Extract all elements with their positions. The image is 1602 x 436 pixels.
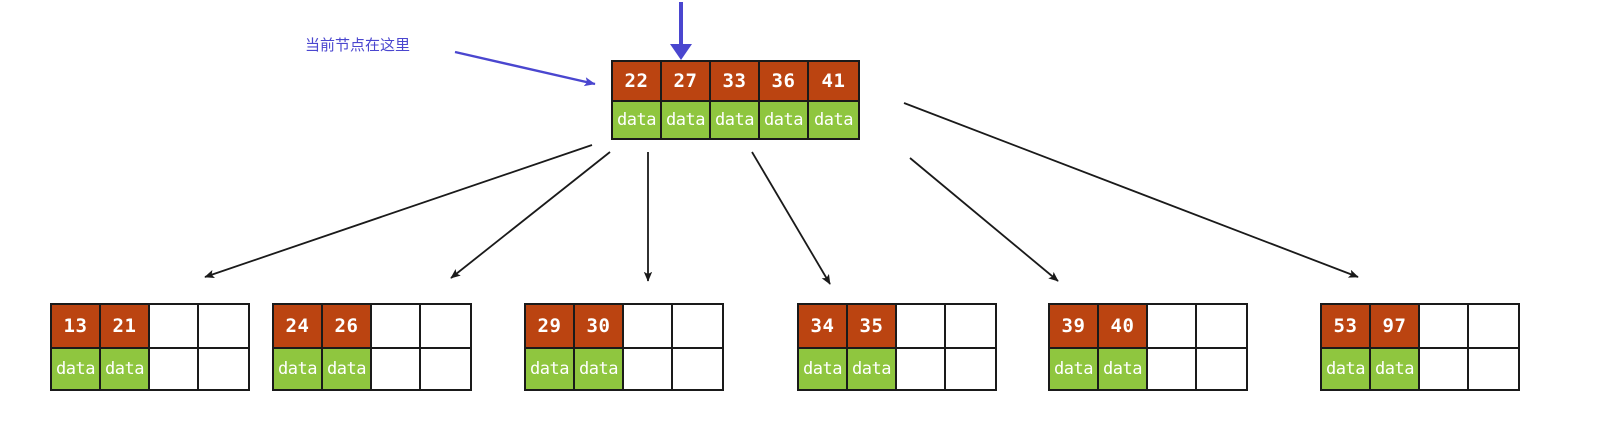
root-node-key-cell-2: 27	[662, 62, 711, 100]
current-node-annotation: 当前节点在这里	[305, 36, 411, 54]
leaf-node-2-key-cell-2: 26	[323, 305, 372, 347]
leaf-node-3-data-cell-4	[673, 349, 722, 389]
root-node-data-cell-5: data	[809, 102, 858, 138]
leaf-node-4-key-cell-1: 34	[799, 305, 848, 347]
leaf-node-3-key-cell-3	[624, 305, 673, 347]
root-node-data-cell-1: data	[613, 102, 662, 138]
leaf-node-4-data-cell-2: data	[848, 349, 897, 389]
leaf-node-2-data-cell-4	[421, 349, 470, 389]
leaf-node-2-data-cell-2: data	[323, 349, 372, 389]
annotation-arrow-icon	[454, 50, 596, 87]
edge-root-to-leaf-1	[204, 144, 593, 279]
leaf-node-2-key-cell-3	[372, 305, 421, 347]
leaf-node-1-data-cell-2: data	[101, 349, 150, 389]
leaf-node-3-key-cell-1: 29	[526, 305, 575, 347]
leaf-node-4-key-cell-3	[897, 305, 946, 347]
leaf-node-5-data-cell-4	[1197, 349, 1246, 389]
root-node-data-cell-4: data	[760, 102, 809, 138]
leaf-node-6-data-cell-3	[1420, 349, 1469, 389]
root-node-key-cell-1: 22	[613, 62, 662, 100]
leaf-node-2-data-cell-3	[372, 349, 421, 389]
leaf-node-4-key-cell-2: 35	[848, 305, 897, 347]
leaf-node-1-key-cell-2: 21	[101, 305, 150, 347]
root-node-data-cell-2: data	[662, 102, 711, 138]
edge-root-to-leaf-5	[909, 157, 1059, 282]
edge-root-to-leaf-4	[751, 151, 831, 285]
leaf-node-3-key-cell-4	[673, 305, 722, 347]
root-node-key-cell-4: 36	[760, 62, 809, 100]
leaf-node-1-key-cell-4	[199, 305, 248, 347]
leaf-node-5-data-cell-3	[1148, 349, 1197, 389]
leaf-node-1-key-cell-3	[150, 305, 199, 347]
root-node-data-cell-3: data	[711, 102, 760, 138]
leaf-node-3-data-cell-1: data	[526, 349, 575, 389]
leaf-node-4-key-cell-4	[946, 305, 995, 347]
leaf-node-4-data-cell-3	[897, 349, 946, 389]
leaf-node-6-data-cell-2: data	[1371, 349, 1420, 389]
leaf-node-6-key-cell-1: 53	[1322, 305, 1371, 347]
leaf-node-5-data-cell-1: data	[1050, 349, 1099, 389]
leaf-node-1-data-cell-4	[199, 349, 248, 389]
leaf-node-6-key-cell-2: 97	[1371, 305, 1420, 347]
leaf-node-1-data-cell-3	[150, 349, 199, 389]
edge-root-to-leaf-2	[450, 151, 611, 279]
leaf-node-2-data-cell-1: data	[274, 349, 323, 389]
arrow-down-icon	[670, 2, 692, 60]
leaf-node-4-data-cell-1: data	[799, 349, 848, 389]
leaf-node-3-data-cell-2: data	[575, 349, 624, 389]
leaf-node-1-key-cell-1: 13	[52, 305, 101, 347]
leaf-node-5-key-cell-3	[1148, 305, 1197, 347]
leaf-node-6-key-cell-4	[1469, 305, 1518, 347]
edge-root-to-leaf-6	[903, 102, 1359, 278]
root-node-key-cell-3: 33	[711, 62, 760, 100]
leaf-node-5-data-cell-2: data	[1099, 349, 1148, 389]
leaf-node-6-data-cell-1: data	[1322, 349, 1371, 389]
leaf-node-4-data-cell-4	[946, 349, 995, 389]
leaf-node-3-key-cell-2: 30	[575, 305, 624, 347]
leaf-node-6-data-cell-4	[1469, 349, 1518, 389]
leaf-node-2-key-cell-1: 24	[274, 305, 323, 347]
leaf-node-1-data-cell-1: data	[52, 349, 101, 389]
leaf-node-2-key-cell-4	[421, 305, 470, 347]
root-node-key-cell-5: 41	[809, 62, 858, 100]
leaf-node-3-data-cell-3	[624, 349, 673, 389]
leaf-node-6-key-cell-3	[1420, 305, 1469, 347]
leaf-node-5-key-cell-4	[1197, 305, 1246, 347]
leaf-node-5-key-cell-1: 39	[1050, 305, 1099, 347]
leaf-node-5-key-cell-2: 40	[1099, 305, 1148, 347]
